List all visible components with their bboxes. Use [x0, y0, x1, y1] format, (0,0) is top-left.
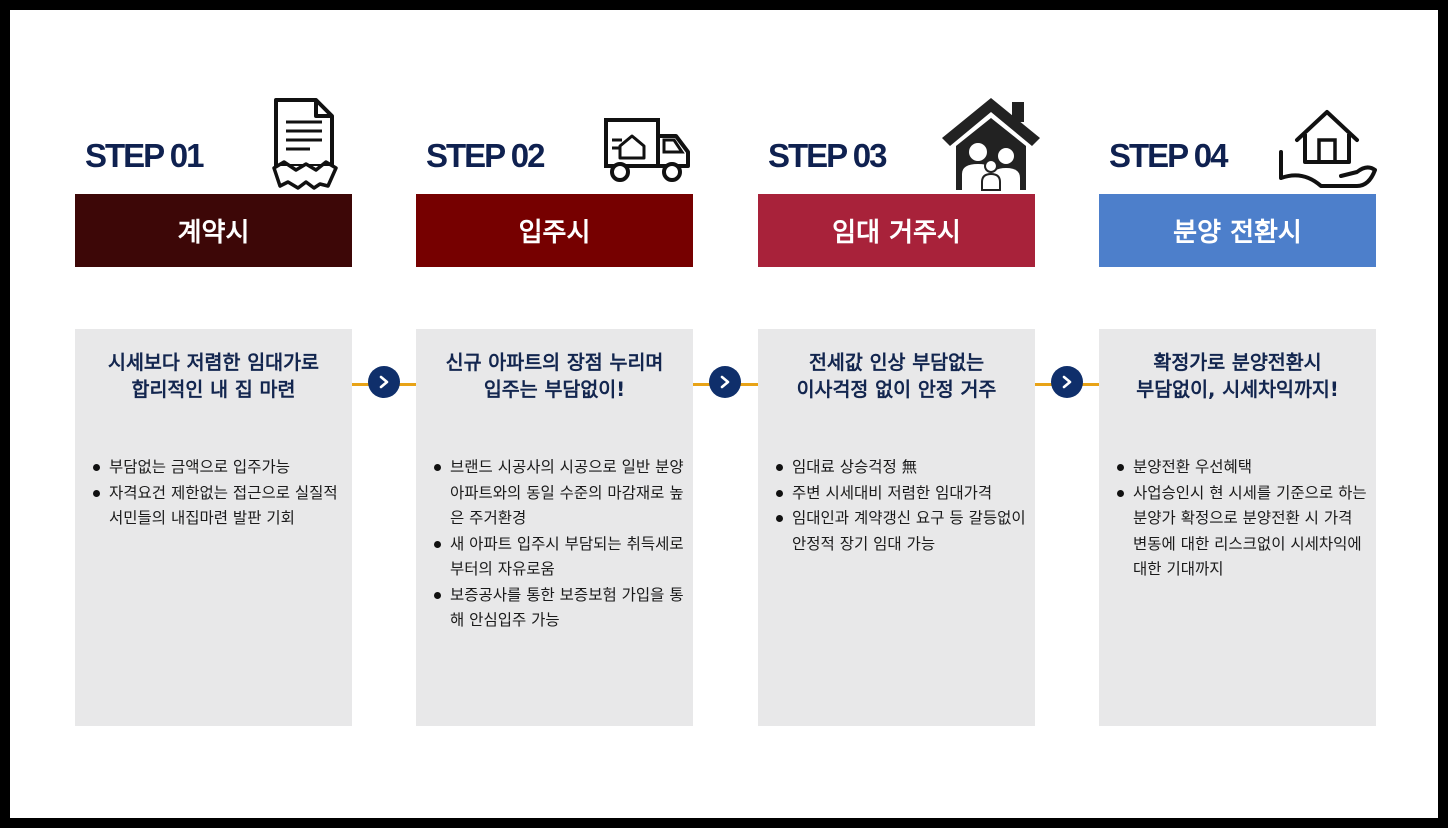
phase-bar-2: 입주시	[416, 194, 693, 267]
contract-handshake-icon	[270, 96, 338, 192]
step-3-card: 전세값 인상 부담없는 이사걱정 없이 안정 거주 임대료 상승걱정 無 주변 …	[758, 329, 1035, 726]
bullet-item: 새 아파트 입주시 부담되는 취득세로부터의 자유로움	[432, 532, 686, 583]
family-house-icon	[938, 94, 1044, 192]
moving-truck-icon	[602, 116, 692, 184]
step-1-bullets: 부담없는 금액으로 입주가능 자격요건 제한없는 접근으로 실질적 서민들의 내…	[91, 455, 345, 532]
step-2-card: 신규 아파트의 장점 누리며 입주는 부담없이! 브랜드 시공사의 시공으로 일…	[416, 329, 693, 726]
phase-2-label: 입주시	[518, 218, 591, 248]
step-4-bullets: 분양전환 우선혜택 사업승인시 현 시세를 기준으로 하는 분양가 확정으로 분…	[1115, 455, 1369, 583]
step-1-title: STEP 01	[85, 137, 204, 174]
bullet-item: 분양전환 우선혜택	[1115, 455, 1369, 481]
step-2-title: STEP 02	[426, 137, 545, 174]
phase-bar-4: 분양 전환시	[1099, 194, 1376, 267]
bullet-item: 보증공사를 통한 보증보험 가입을 통해 안심입주 가능	[432, 583, 686, 634]
phase-1-label: 계약시	[177, 218, 250, 248]
next-arrow-icon	[1051, 366, 1083, 398]
house-in-hand-icon	[1279, 100, 1377, 190]
step-3-headline: 전세값 인상 부담없는 이사걱정 없이 안정 거주	[758, 349, 1035, 403]
bullet-item: 주변 시세대비 저렴한 임대가격	[774, 481, 1028, 507]
phase-4-label: 분양 전환시	[1173, 218, 1302, 248]
bullet-item: 자격요건 제한없는 접근으로 실질적 서민들의 내집마련 발판 기회	[91, 481, 345, 532]
bullet-item: 사업승인시 현 시세를 기준으로 하는 분양가 확정으로 분양전환 시 가격 변…	[1115, 481, 1369, 583]
bullet-item: 브랜드 시공사의 시공으로 일반 분양아파트와의 동일 수준의 마감재로 높은 …	[432, 455, 686, 532]
step-3-title: STEP 03	[768, 137, 887, 174]
step-4-headline: 확정가로 분양전환시 부담없이, 시세차익까지!	[1099, 349, 1376, 403]
phase-bar-3: 임대 거주시	[758, 194, 1035, 267]
process-diagram: STEP 01 계약시 시세보다 저렴한 임대가로 합리적인 내 집 마련	[10, 10, 1438, 818]
step-2-headline: 신규 아파트의 장점 누리며 입주는 부담없이!	[416, 349, 693, 403]
phase-bar-1: 계약시	[75, 194, 352, 267]
headline-line: 확정가로 분양전환시	[1153, 351, 1322, 374]
headline-line: 합리적인 내 집 마련	[131, 378, 296, 401]
step-1-card: 시세보다 저렴한 임대가로 합리적인 내 집 마련 부담없는 금액으로 입주가능…	[75, 329, 352, 726]
headline-line: 신규 아파트의 장점 누리며	[445, 351, 664, 374]
headline-line: 이사걱정 없이 안정 거주	[796, 378, 997, 401]
phase-3-label: 임대 거주시	[832, 218, 961, 248]
headline-line: 입주는 부담없이!	[483, 378, 626, 401]
step-2-bullets: 브랜드 시공사의 시공으로 일반 분양아파트와의 동일 수준의 마감재로 높은 …	[432, 455, 686, 634]
bullet-item: 부담없는 금액으로 입주가능	[91, 455, 345, 481]
bullet-item: 임대료 상승걱정 無	[774, 455, 1028, 481]
step-4-title: STEP 04	[1109, 137, 1228, 174]
headline-line: 시세보다 저렴한 임대가로	[108, 351, 319, 374]
headline-line: 전세값 인상 부담없는	[808, 351, 985, 374]
headline-line: 부담없이, 시세차익까지!	[1136, 378, 1339, 401]
next-arrow-icon	[709, 366, 741, 398]
step-1-headline: 시세보다 저렴한 임대가로 합리적인 내 집 마련	[75, 349, 352, 403]
bullet-item: 임대인과 계약갱신 요구 등 갈등없이 안정적 장기 임대 가능	[774, 506, 1028, 557]
step-4-card: 확정가로 분양전환시 부담없이, 시세차익까지! 분양전환 우선혜택 사업승인시…	[1099, 329, 1376, 726]
step-3-bullets: 임대료 상승걱정 無 주변 시세대비 저렴한 임대가격 임대인과 계약갱신 요구…	[774, 455, 1028, 557]
next-arrow-icon	[368, 366, 400, 398]
